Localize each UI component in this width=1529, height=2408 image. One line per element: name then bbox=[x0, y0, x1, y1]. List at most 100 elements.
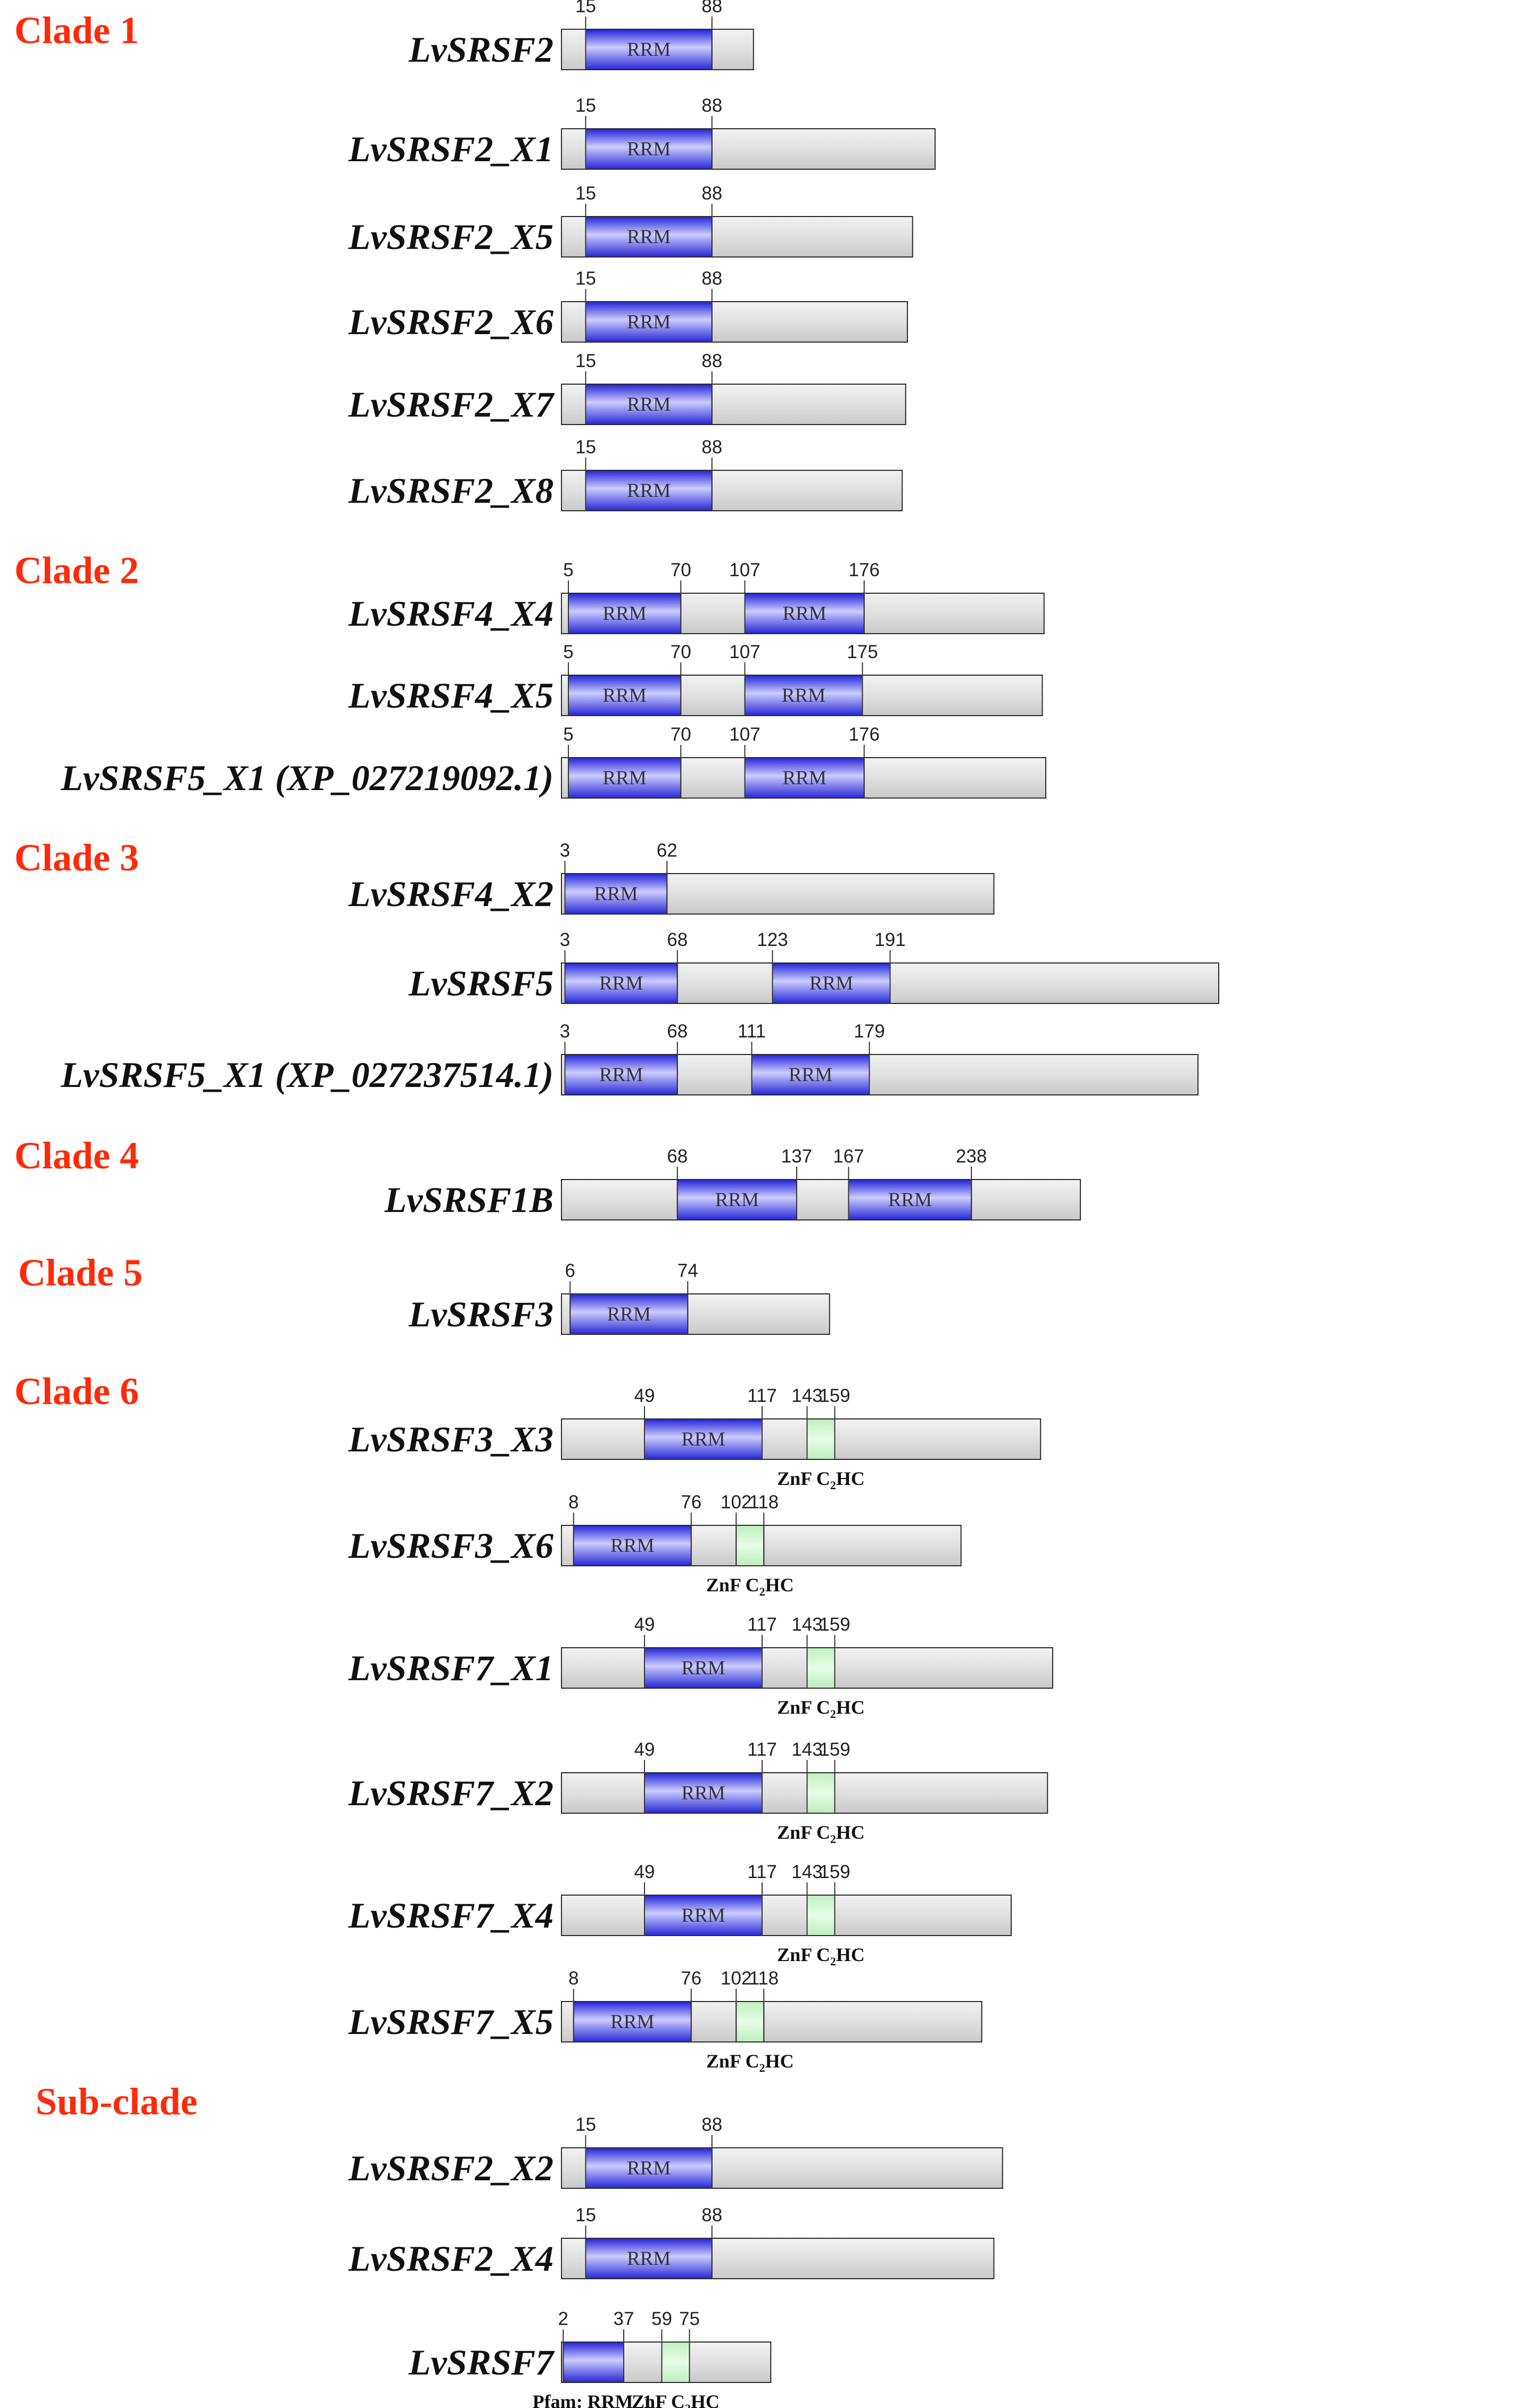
rrm-domain bbox=[563, 2341, 624, 2383]
rrm-label: RRM bbox=[681, 1782, 725, 1804]
rrm-domain bbox=[564, 1054, 678, 1095]
protein-name: LvSRSF1B bbox=[384, 1180, 553, 1220]
protein-name: LvSRSF4_X5 bbox=[348, 675, 553, 716]
clade-title: Clade 2 bbox=[14, 549, 139, 592]
position-label: 74 bbox=[677, 1260, 698, 1281]
position-label: 176 bbox=[849, 560, 880, 580]
protein-name: LvSRSF7_X4 bbox=[348, 1895, 553, 1936]
clade-title: Clade 5 bbox=[18, 1251, 143, 1294]
znf-label: ZnF C2HC bbox=[777, 1822, 865, 1846]
position-label: 159 bbox=[819, 1614, 850, 1635]
position-label: 68 bbox=[667, 1021, 688, 1042]
clade-title: Clade 4 bbox=[14, 1134, 139, 1177]
position-label: 107 bbox=[729, 560, 760, 580]
position-label: 15 bbox=[575, 268, 596, 289]
protein-name: LvSRSF5 bbox=[408, 963, 553, 1003]
rrm-label: RRM bbox=[627, 138, 671, 160]
protein-backbone-bar bbox=[561, 1179, 1081, 1220]
position-label: 76 bbox=[681, 1492, 701, 1513]
rrm-label: RRM bbox=[782, 767, 826, 789]
znf-c2hc-domain bbox=[735, 2001, 765, 2042]
position-label: 117 bbox=[747, 1385, 777, 1406]
protein-name: LvSRSF2_X2 bbox=[348, 2148, 553, 2188]
protein-backbone-bar bbox=[561, 1895, 1012, 1936]
rrm-label: RRM bbox=[599, 973, 643, 994]
protein-backbone-bar bbox=[561, 1418, 1042, 1460]
position-label: 143 bbox=[791, 1739, 822, 1760]
rrm-label: RRM bbox=[599, 1064, 643, 1086]
position-label: 238 bbox=[956, 1146, 987, 1167]
protein-backbone-bar bbox=[561, 1772, 1048, 1814]
position-label: 3 bbox=[560, 840, 570, 861]
rrm-label: RRM bbox=[888, 1189, 932, 1211]
position-label: 6 bbox=[565, 1260, 575, 1281]
znf-c2hc-domain bbox=[661, 2341, 690, 2383]
position-label: 59 bbox=[651, 2309, 672, 2329]
position-label: 159 bbox=[819, 1385, 850, 1406]
rrm-label: RRM bbox=[602, 767, 646, 789]
rrm-domain bbox=[585, 470, 713, 511]
protein-name: LvSRSF4_X2 bbox=[348, 874, 553, 914]
position-label: 167 bbox=[833, 1146, 864, 1167]
rrm-label: RRM bbox=[789, 1064, 832, 1086]
znf-c2hc-domain bbox=[735, 1525, 765, 1566]
rrm-label: RRM bbox=[602, 685, 646, 707]
protein-name: LvSRSF2_X8 bbox=[348, 470, 553, 511]
position-label: 102 bbox=[721, 1968, 751, 1989]
rrm-domain bbox=[568, 593, 682, 634]
znf-c2hc-domain bbox=[806, 1772, 836, 1814]
position-label: 88 bbox=[701, 183, 722, 204]
position-label: 15 bbox=[575, 183, 596, 204]
znf-label: ZnF C2HC bbox=[777, 1944, 865, 1968]
position-label: 88 bbox=[701, 351, 722, 371]
position-label: 5 bbox=[563, 560, 573, 580]
position-label: 62 bbox=[657, 840, 677, 861]
rrm-label: RRM bbox=[627, 226, 671, 248]
znf-label: ZnF C2HC bbox=[777, 1468, 865, 1492]
protein-name: LvSRSF4_X4 bbox=[348, 593, 553, 634]
position-label: 88 bbox=[701, 2205, 722, 2226]
znf-c2hc-domain bbox=[806, 1418, 836, 1460]
protein-name: LvSRSF7_X1 bbox=[348, 1648, 553, 1688]
position-label: 107 bbox=[729, 724, 760, 745]
position-label: 88 bbox=[701, 2114, 722, 2135]
position-label: 191 bbox=[874, 929, 905, 950]
position-label: 15 bbox=[575, 437, 596, 458]
position-label: 176 bbox=[849, 724, 880, 745]
position-label: 123 bbox=[757, 929, 788, 950]
position-label: 143 bbox=[791, 1614, 822, 1635]
position-label: 117 bbox=[747, 1862, 777, 1882]
position-label: 8 bbox=[568, 1968, 578, 1989]
protein-name: LvSRSF7 bbox=[408, 2342, 555, 2382]
position-label: 75 bbox=[679, 2309, 700, 2329]
rrm-domain bbox=[644, 1772, 763, 1814]
protein-name: LvSRSF3 bbox=[408, 1294, 553, 1334]
rrm-label: RRM bbox=[681, 1657, 725, 1679]
position-label: 102 bbox=[721, 1492, 751, 1513]
position-label: 118 bbox=[749, 1968, 779, 1989]
znf-c2hc-domain bbox=[806, 1647, 836, 1689]
rrm-label: RRM bbox=[627, 311, 671, 333]
position-label: 159 bbox=[819, 1862, 850, 1882]
znf-label: ZnF C2HC bbox=[777, 1697, 865, 1721]
protein-name: LvSRSF7_X5 bbox=[348, 2002, 553, 2042]
rrm-domain bbox=[772, 962, 891, 1004]
znf-c2hc-domain bbox=[806, 1895, 836, 1936]
position-label: 49 bbox=[634, 1862, 655, 1882]
position-label: 179 bbox=[854, 1021, 885, 1042]
position-label: 37 bbox=[614, 2309, 634, 2329]
